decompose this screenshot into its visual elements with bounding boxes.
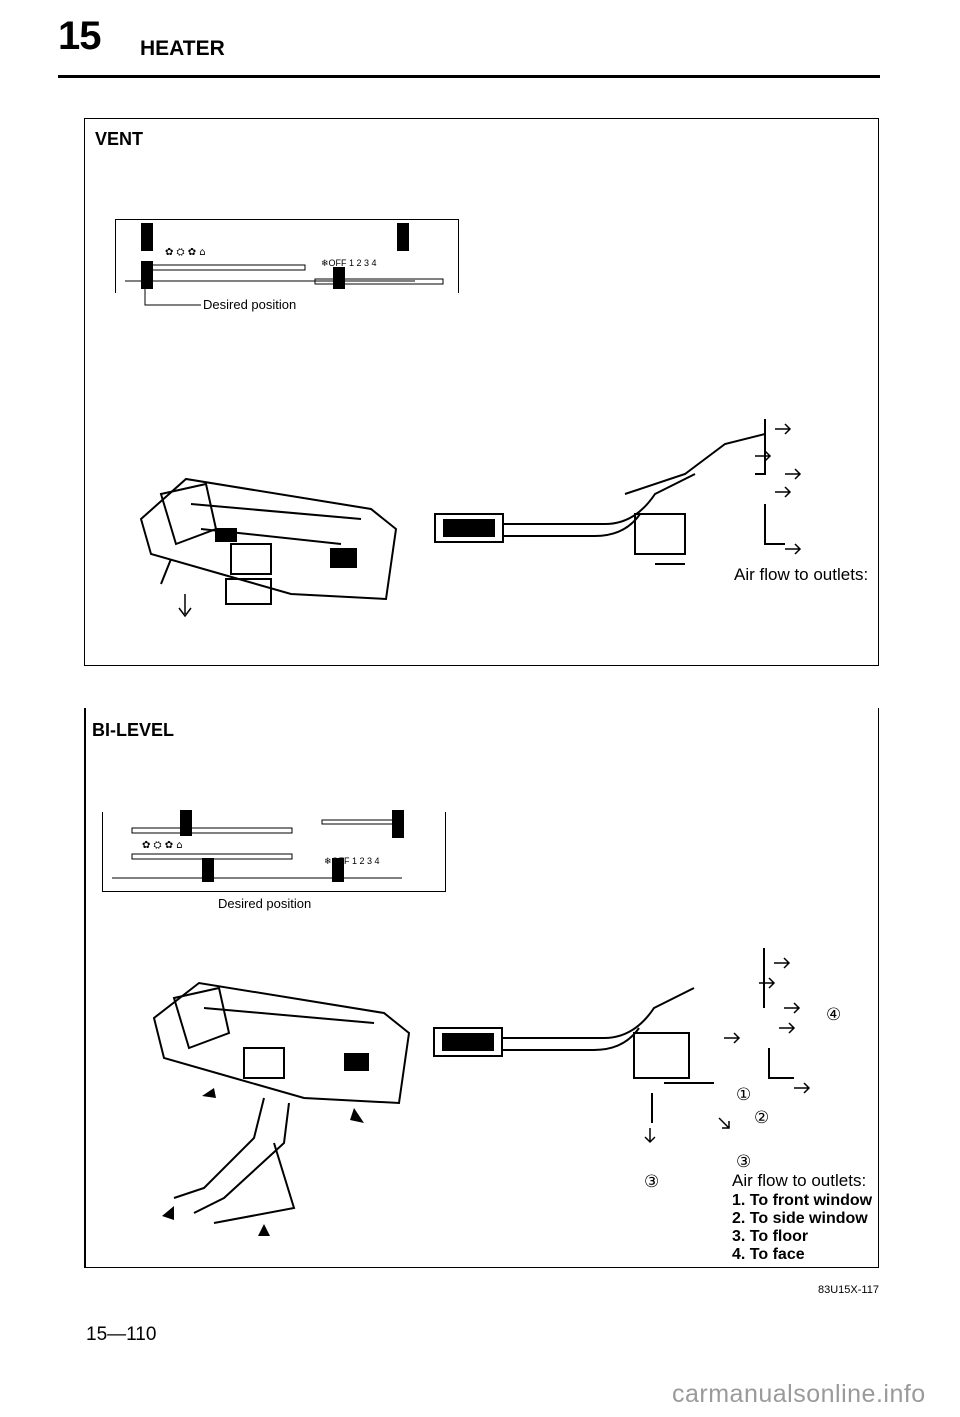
- callout-3-left: ③: [644, 1172, 660, 1191]
- callout-4: ④: [826, 1005, 842, 1024]
- bilevel-airflow-caption: Air flow to outlets:: [732, 1171, 867, 1190]
- header-rule: [58, 75, 880, 78]
- vent-desired-position: Desired position: [203, 297, 297, 312]
- bilevel-duct-illustration: [433, 948, 811, 1144]
- bilevel-control-panel: [102, 812, 446, 892]
- vent-fan-scale: ❄OFF 1 2 3 4: [321, 258, 377, 268]
- vent-desired-leader: [144, 289, 201, 306]
- callout-3-right: ③: [736, 1152, 752, 1171]
- vent-control-panel-drawing: ✿ ⛭ ✿ ⌂: [125, 223, 444, 289]
- watermark: carmanualsonline.info: [672, 1380, 926, 1408]
- bilevel-title: BI-LEVEL: [92, 720, 175, 740]
- bilevel-desired-position: Desired position: [218, 896, 312, 911]
- bilevel-control-panel-drawing: ✿ ⛭ ✿ ⌂: [112, 810, 404, 882]
- section-title: HEATER: [140, 37, 225, 60]
- callout-1: ①: [736, 1085, 752, 1104]
- vent-airflow-caption: Air flow to outlets:: [734, 565, 869, 584]
- outlet-item-2: 2. To side window: [732, 1210, 868, 1227]
- bilevel-fan-scale: ❄OFF 1 2 3 4: [324, 856, 380, 866]
- vent-title: VENT: [95, 129, 144, 149]
- vent-duct-illustration: [434, 419, 802, 565]
- vent-panel: VENT ✿ ⛭ ✿ ⌂ ❄OFF 1 2 3 4 Desired positi…: [84, 118, 879, 666]
- bilevel-panel: BI-LEVEL ✿ ⛭ ✿ ⌂ ❄OFF 1 2 3 4 Desired po…: [84, 708, 879, 1268]
- outlet-item-1: 1. To front window: [732, 1192, 873, 1209]
- bilevel-left-rule: [84, 708, 86, 1268]
- bilevel-dashboard-illustration: [152, 981, 411, 1236]
- figure-id: 83U15X-117: [818, 1284, 879, 1296]
- section-number: 15: [58, 14, 101, 58]
- svg-text:✿ ⛭ ✿ ⌂: ✿ ⛭ ✿ ⌂: [165, 247, 206, 258]
- callout-2: ②: [754, 1108, 770, 1127]
- outlet-item-4: 4. To face: [732, 1246, 805, 1263]
- vent-control-panel: [115, 219, 459, 293]
- vent-dashboard-illustration: [139, 477, 398, 618]
- svg-text:✿ ⛭ ✿ ⌂: ✿ ⛭ ✿ ⌂: [142, 840, 183, 851]
- outlet-item-3: 3. To floor: [732, 1228, 809, 1245]
- page-number: 15—110: [86, 1324, 157, 1345]
